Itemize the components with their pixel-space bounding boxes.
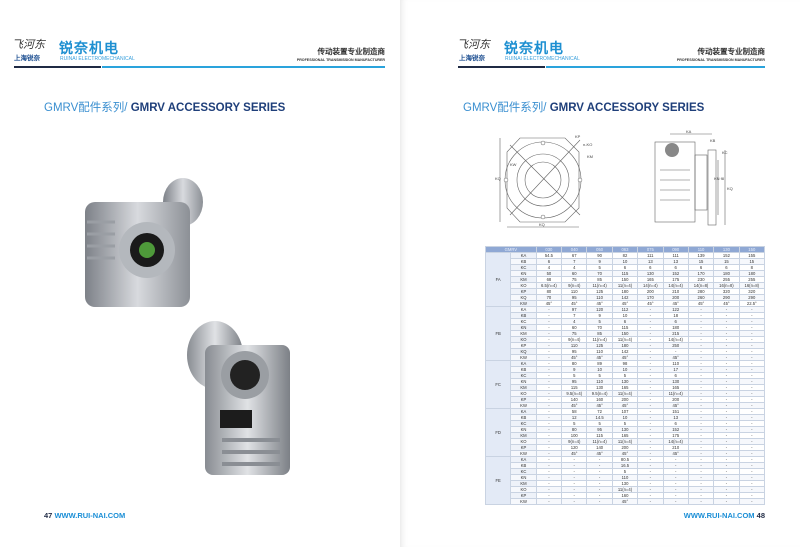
tagline: 传动装置专业制造商 PROFESSIONAL TRANSMISSION MANU… [677,46,765,62]
label-kq-horizontal: KQ [539,222,545,227]
table-row: KP---160----- [486,492,766,499]
page-title: GMRV配件系列/ GMRV ACCESSORY SERIES [44,99,285,115]
label-kc: KC [722,150,728,155]
gearbox-product-image-1 [85,178,203,307]
table-row: KO-9(n=4)11(n=4)11(n=4)-14(n=4)--- [486,438,766,445]
group-label: FA [484,252,512,307]
flange-front-diagram: KP n-KO KM KW KQ KQ [495,134,593,228]
company-logo: 飞河东 上海锐奈 锐奈机电 RUINAI ELECTROMECHANICAL [457,36,627,66]
page-number: 47 [44,511,53,520]
table-cell: - [637,498,664,505]
group-label: FC [484,360,512,409]
table-cell: - [738,498,766,505]
table-row: KC---5----- [486,468,766,475]
title-cn: GMRV配件系列/ [44,102,131,114]
header-rule-dark [14,66,101,68]
table-cell: - [535,498,563,505]
company-logo: 飞河东 上海锐奈 锐奈机电 RUINAI ELECTROMECHANICAL [12,36,182,66]
header-rule-blue [102,66,385,68]
title-cn: GMRV配件系列/ [463,102,550,114]
logo-signature: 飞河东 [12,38,45,51]
table-row: KW-45°45°45°-45°--- [486,354,766,361]
tagline-en: PROFESSIONAL TRANSMISSION MANUFACTURER [296,58,385,62]
tagline-cn: 传动装置专业制造商 [697,47,766,56]
title-en: GMRV ACCESSORY SERIES [130,102,286,114]
website-link[interactable]: WWW.RUI-NAI.COM [54,511,126,520]
group-label: FD [484,408,512,457]
title-en: GMRV ACCESSORY SERIES [549,102,705,114]
gearbox-product-image-2 [187,321,290,475]
group-label: FB [484,306,512,361]
label-nko: n-KO [583,142,592,147]
table-row: KM---130----- [486,480,766,487]
brand-en: RUINAI ELECTROMECHANICAL [505,56,580,62]
tagline-en: PROFESSIONAL TRANSMISSION MANUFACTURER [676,58,765,62]
flange-side-diagram: KA KB KC KN f8 KQ [654,130,733,226]
table-cell: - [687,498,715,505]
page-title: GMRV配件系列/ GMRV ACCESSORY SERIES [463,99,704,115]
table-row: KO-9(n=4)11(n=4)11(n=4)-14(n=4)--- [486,336,766,343]
brand-cn: 锐奈机电 [59,40,119,56]
group-label: FE [484,456,512,505]
tagline: 传动装置专业制造商 PROFESSIONAL TRANSMISSION MANU… [297,46,385,62]
logo-sub: 上海锐奈 [459,55,485,62]
footer-right: WWW.RUI-NAI.COM 48 [684,511,765,520]
header-rule-dark [458,66,545,68]
brand-en: RUINAI ELECTROMECHANICAL [60,56,135,62]
label-kq-vertical: KQ [495,176,501,181]
table-cell: 45° [611,498,639,505]
label-kw: KW [510,162,517,167]
page-number: 48 [756,511,765,520]
table-cell: - [713,498,740,505]
footer-left: 47 WWW.RUI-NAI.COM [44,511,125,520]
dimension-key: KW [510,498,537,505]
tagline-cn: 传动装置专业制造商 [317,47,386,56]
website-link[interactable]: WWW.RUI-NAI.COM [683,511,755,520]
table-row: KN---110----- [486,474,766,481]
table-row: KW-45°45°45°-45°--- [486,402,766,409]
logo-sub: 上海锐奈 [14,55,40,62]
table-cell: - [662,498,689,505]
logo-signature: 飞河东 [457,38,490,51]
label-kn: KN f8 [714,176,725,181]
header-rule-blue [546,66,765,68]
brand-cn: 锐奈机电 [504,40,564,56]
table-row: KB---16.5----- [486,462,766,469]
table-row: KW---45°----- [486,498,766,505]
label-km: KM [587,154,593,159]
right-page: 飞河东 上海锐奈 锐奈机电 RUINAI ELECTROMECHANICAL 传… [400,0,800,547]
label-kb: KB [710,138,716,143]
label-kq: KQ [727,186,733,191]
left-page: 飞河东 上海锐奈 锐奈机电 RUINAI ELECTROMECHANICAL 传… [12,36,385,520]
label-kp: KP [575,134,581,139]
table-cell: - [586,498,613,505]
label-ka: KA [686,130,692,134]
table-cell: - [561,498,588,505]
